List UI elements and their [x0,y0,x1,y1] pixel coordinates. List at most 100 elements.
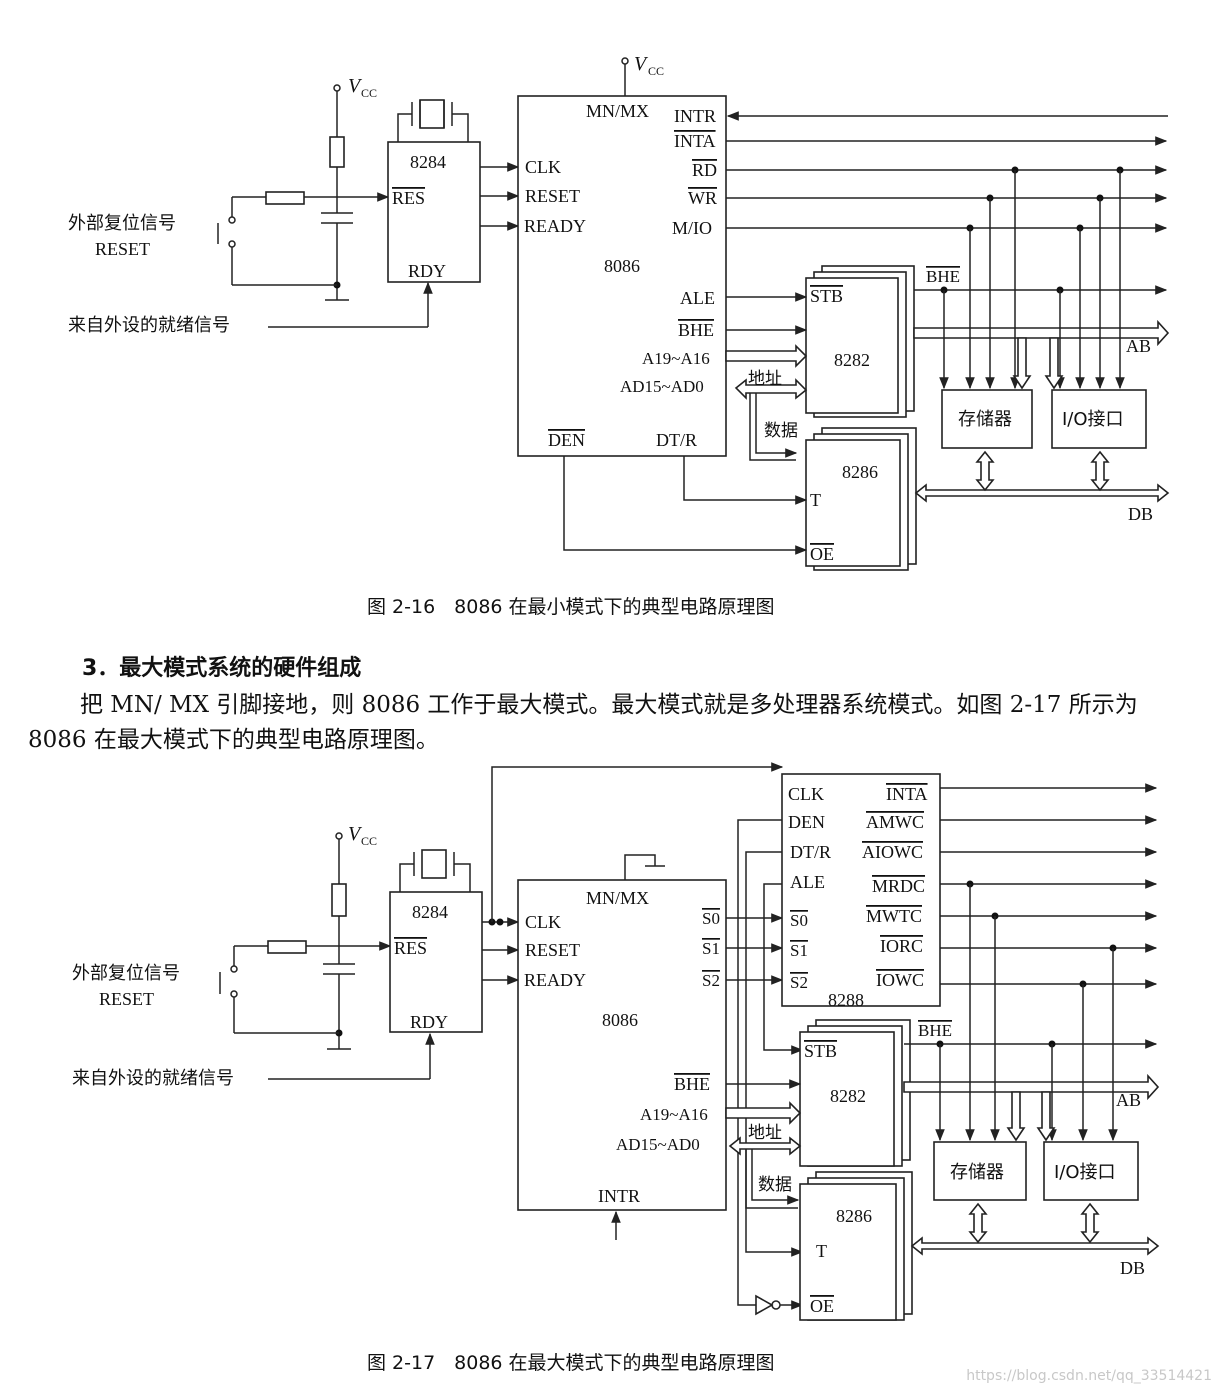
svg-text:RESET: RESET [95,239,150,259]
svg-text:MRDC: MRDC [872,876,925,896]
svg-text:8282: 8282 [830,1086,866,1106]
cpu-8086 [517,95,727,457]
resistor [329,136,345,168]
svg-text:BHE: BHE [926,267,960,286]
svg-text:S1: S1 [702,939,720,958]
svg-text:CC: CC [361,834,377,848]
svg-text:AB: AB [1116,1090,1141,1110]
svg-text:INTR: INTR [598,1186,640,1206]
svg-text:IORC: IORC [880,936,923,956]
svg-text:数据: 数据 [758,1175,792,1195]
svg-text:DEN: DEN [548,430,585,450]
reset-label: 外部复位信号 [68,213,176,234]
svg-text:OE: OE [810,1296,834,1316]
transceiver-8286-max [799,1183,897,1321]
svg-text:V: V [348,823,363,845]
svg-text:BHE: BHE [918,1021,952,1040]
io-block-max [1043,1141,1139,1201]
svg-text:AB: AB [1126,336,1151,356]
chip-8284 [387,141,481,283]
svg-text:DEN: DEN [788,812,825,832]
svg-text:8288: 8288 [828,990,864,1010]
svg-text:DT/R: DT/R [790,842,831,862]
svg-text:DT/R: DT/R [656,430,697,450]
svg-text:RDY: RDY [410,1012,448,1032]
svg-text:READY: READY [524,970,586,990]
latch-8282-max [799,1031,895,1167]
svg-text:8286: 8286 [842,462,878,482]
svg-text:AIOWC: AIOWC [862,842,923,862]
svg-text:S1: S1 [790,941,808,960]
vcc-label: V [348,75,363,97]
svg-text:ALE: ALE [680,288,715,308]
figure-max-mode: V CC 外部复位信号 RESET 来自外设的就绪信号 8284 RES [72,762,1160,1374]
svg-text:存储器: 存储器 [958,409,1012,430]
svg-text:RES: RES [394,938,427,958]
svg-text:RESET: RESET [525,186,580,206]
svg-text:CLK: CLK [525,157,561,177]
svg-text:RD: RD [692,160,717,180]
svg-text:MN/MX: MN/MX [586,888,649,908]
io-block [1051,389,1147,449]
svg-text:IOWC: IOWC [876,970,924,990]
svg-text:AMWC: AMWC [866,812,924,832]
svg-text:DB: DB [1128,504,1153,524]
svg-text:S2: S2 [702,971,720,990]
body-paragraph: 把 MN/ MX 引脚接地，则 8086 工作于最大模式。最大模式就是多处理器系… [28,692,1138,753]
latch-8282 [805,277,899,414]
crystal [419,99,445,129]
svg-text:I/O接口: I/O接口 [1062,409,1124,430]
svg-text:数据: 数据 [764,421,798,441]
svg-text:地址: 地址 [748,1123,782,1143]
svg-text:STB: STB [810,286,843,306]
svg-text:8086: 8086 [602,1010,638,1030]
svg-text:8284: 8284 [410,152,446,172]
svg-text:8284: 8284 [412,902,448,922]
ready-label: 来自外设的就绪信号 [68,315,230,336]
memory-block-max [933,1141,1027,1201]
svg-text:存储器: 存储器 [950,1162,1004,1183]
figure-min-mode: V CC 外部复位信号 RESET 来自外设的就绪信号 8284 [68,53,1170,618]
svg-text:地址: 地址 [748,369,782,389]
svg-text:T: T [810,490,821,510]
svg-text:V: V [634,53,649,75]
memory-block [941,389,1033,449]
svg-text:A19~A16: A19~A16 [640,1105,708,1124]
cpu-8086-max [517,879,727,1211]
svg-text:ALE: ALE [790,872,825,892]
svg-text:STB: STB [804,1041,837,1061]
figure-caption: 图 2-17 8086 在最大模式下的典型电路原理图 [367,1352,775,1374]
svg-text:来自外设的就绪信号: 来自外设的就绪信号 [72,1068,234,1089]
svg-text:READY: READY [524,216,586,236]
transceiver-8286 [805,439,901,567]
svg-text:M/IO: M/IO [672,218,712,238]
svg-text:CC: CC [361,86,377,100]
svg-text:OE: OE [810,544,834,564]
svg-text:S0: S0 [790,911,808,930]
resistor [265,191,305,205]
section-heading: 3．最大模式系统的硬件组成 [82,656,362,681]
svg-text:MN/MX: MN/MX [586,101,649,121]
svg-text:8282: 8282 [834,350,870,370]
figure-caption: 图 2-16 8086 在最小模式下的典型电路原理图 [367,596,775,618]
svg-text:RDY: RDY [408,261,446,281]
svg-text:8286: 8286 [836,1206,872,1226]
svg-text:I/O接口: I/O接口 [1054,1162,1116,1183]
svg-text:CC: CC [648,64,664,78]
svg-text:外部复位信号: 外部复位信号 [72,963,180,984]
svg-text:T: T [816,1241,827,1261]
svg-text:BHE: BHE [678,320,714,340]
svg-text:CLK: CLK [525,912,561,932]
svg-text:CLK: CLK [788,784,824,804]
svg-text:S0: S0 [702,909,720,928]
svg-text:RESET: RESET [525,940,580,960]
svg-text:MWTC: MWTC [866,906,922,926]
svg-text:AD15~AD0: AD15~AD0 [616,1135,700,1154]
svg-text:WR: WR [688,188,717,208]
svg-text:8086: 8086 [604,256,640,276]
svg-text:RESET: RESET [99,989,154,1009]
watermark: https://blog.csdn.net/qq_33514421 [966,1368,1212,1384]
svg-text:INTA: INTA [886,784,928,804]
svg-text:AD15~AD0: AD15~AD0 [620,377,704,396]
